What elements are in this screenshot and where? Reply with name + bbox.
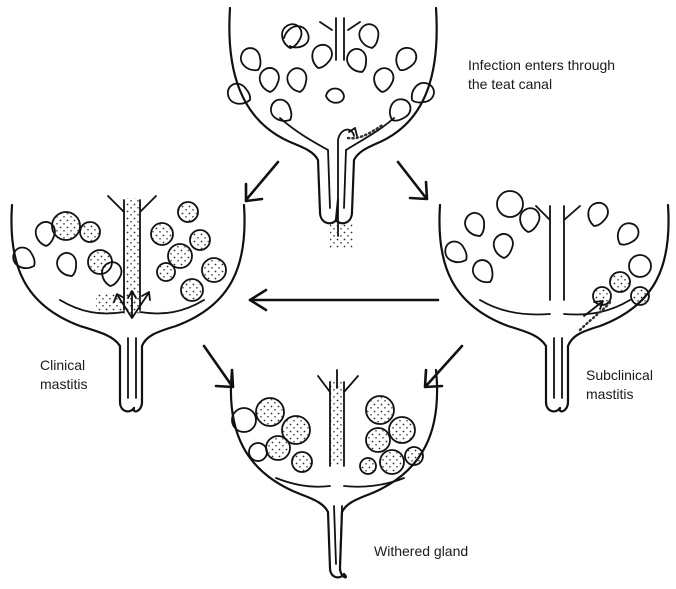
arrow-top-to-subclinical — [398, 162, 427, 199]
arrow-clinical-to-withered — [204, 346, 233, 387]
label-infection-line-1: Infection enters through — [468, 56, 615, 75]
gland-infection-entry — [224, 8, 437, 248]
label-withered-text: Withered gland — [374, 543, 468, 559]
label-subclinical-line-1: Subclinical — [586, 366, 653, 385]
label-subclinical-mastitis: Subclinical mastitis — [586, 366, 653, 404]
label-infection-line-2: the teat canal — [468, 75, 615, 94]
arrow-subclinical-to-withered — [425, 346, 462, 387]
label-withered-gland: Withered gland — [374, 542, 468, 561]
arrow-subclinical-to-clinical — [250, 290, 438, 310]
arrow-top-to-clinical — [246, 162, 278, 201]
label-clinical-mastitis: Clinical mastitis — [40, 356, 87, 394]
label-clinical-line-1: Clinical — [40, 356, 87, 375]
label-infection-entry: Infection enters through the teat canal — [468, 56, 615, 94]
label-subclinical-line-2: mastitis — [586, 385, 653, 404]
label-clinical-line-2: mastitis — [40, 375, 87, 394]
